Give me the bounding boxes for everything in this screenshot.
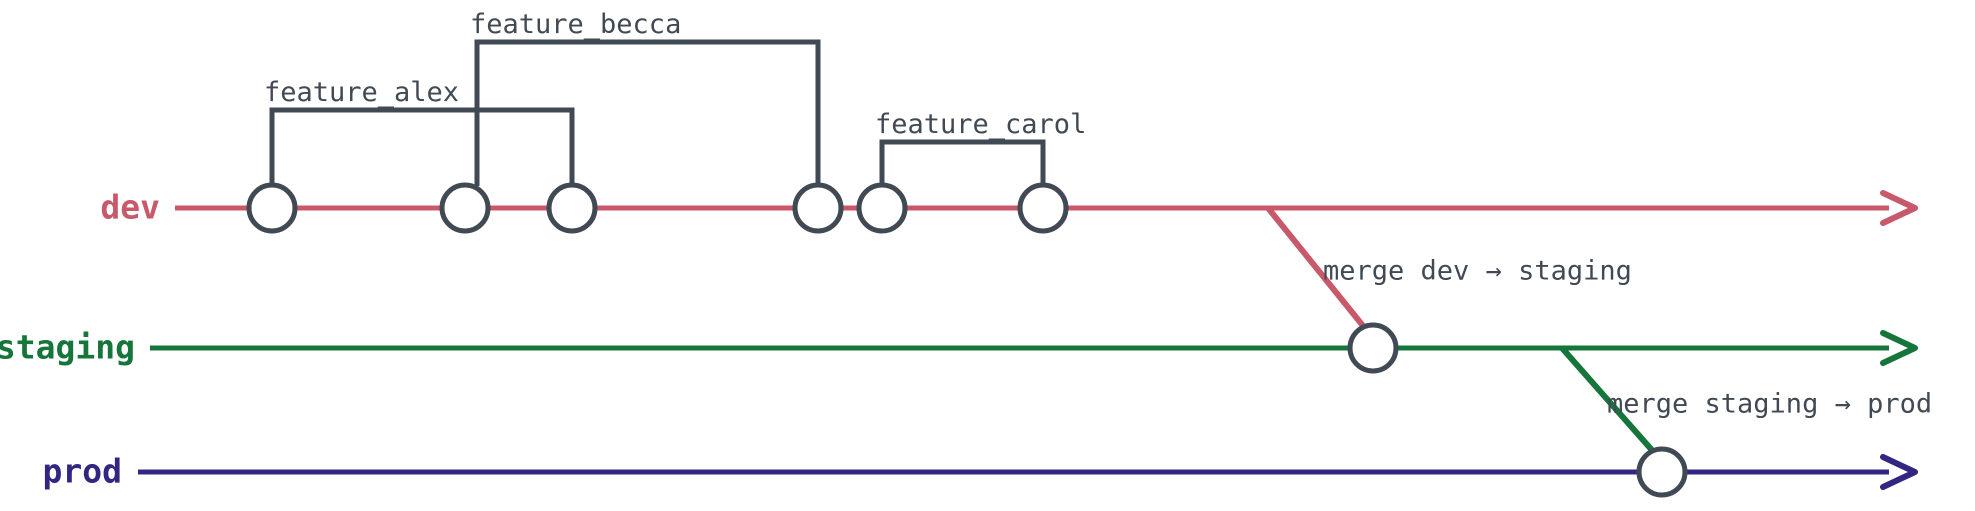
merge-label-merge-dev-to-staging: merge dev → staging <box>1323 256 1632 287</box>
commit-node-dev-c4[interactable] <box>792 182 844 234</box>
merge-connector-merge-staging-to-prod <box>1559 346 1661 459</box>
arrow-right-icon-staging <box>1880 330 1918 366</box>
commit-node-dev-c3[interactable] <box>546 182 598 234</box>
commit-node-prod-merge[interactable] <box>1636 446 1688 498</box>
arrow-right-icon-dev <box>1880 190 1918 226</box>
commit-node-dev-c2[interactable] <box>439 182 491 234</box>
feature-bracket-feature_carol <box>879 139 1046 186</box>
feature-label-feature_alex: feature_alex <box>264 77 459 108</box>
commit-node-dev-c5[interactable] <box>856 182 908 234</box>
merge-lines-group <box>1265 206 1661 459</box>
feature-bracket-feature_alex <box>269 107 575 186</box>
commit-nodes-group <box>246 182 1688 498</box>
branch-label-staging: staging <box>0 328 135 367</box>
arrow-right-icon-prod <box>1880 454 1918 490</box>
branch-label-prod: prod <box>43 452 122 491</box>
commit-node-dev-c1[interactable] <box>246 182 298 234</box>
branch-label-dev: dev <box>100 188 160 227</box>
feature-labels-group: feature_alex feature_becca feature_carol <box>264 9 1086 140</box>
feature-brackets-group <box>269 39 1046 186</box>
merge-labels-group: merge dev → staging merge staging → prod <box>1323 256 1932 420</box>
merge-connector-merge-dev-to-staging <box>1265 206 1371 334</box>
merge-label-merge-staging-to-prod: merge staging → prod <box>1607 389 1932 420</box>
commit-node-dev-c6[interactable] <box>1017 182 1069 234</box>
lane-labels-group: dev staging prod <box>0 188 160 491</box>
feature-label-feature_becca: feature_becca <box>470 9 681 40</box>
feature-bracket-feature_becca <box>474 39 821 186</box>
commit-node-staging-merge[interactable] <box>1347 322 1399 374</box>
feature-label-feature_carol: feature_carol <box>875 109 1086 140</box>
